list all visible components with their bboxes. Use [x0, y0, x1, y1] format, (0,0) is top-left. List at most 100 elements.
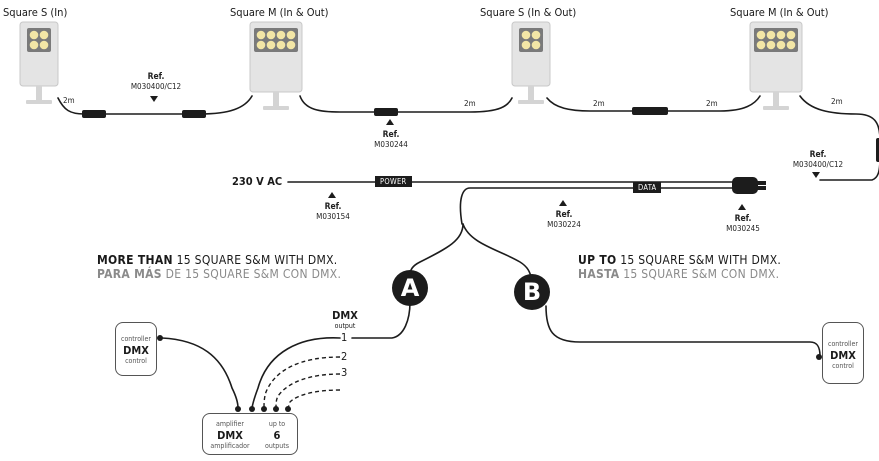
ref-code: M030224 — [547, 220, 581, 229]
led-icon — [776, 30, 786, 40]
led-icon — [266, 40, 276, 50]
ref-link-cable-left: Ref. M030400/C12 — [128, 72, 184, 92]
option-b-line2-rest: 15 SQUARE S&M CON DMX. — [619, 267, 780, 281]
ref-code: M030245 — [726, 224, 760, 233]
pointer-up — [386, 119, 394, 125]
t-connector-pin — [756, 186, 766, 190]
led-icon — [286, 30, 296, 40]
t-connector-pin — [756, 181, 766, 185]
option-a-line1: MORE THAN 15 SQUARE S&M WITH DMX. — [97, 253, 341, 267]
fixture-stand — [36, 86, 42, 100]
fixture-base — [518, 100, 544, 104]
led-icon — [786, 30, 796, 40]
fixture-1 — [19, 21, 59, 104]
output-number: 3 — [341, 366, 348, 379]
power-tag: POWER — [375, 176, 412, 187]
ref-connector: Ref. M030245 — [718, 214, 768, 234]
dmx-output-title: DMX — [332, 309, 358, 322]
data-line — [459, 187, 739, 225]
option-b-line2: HASTA 15 SQUARE S&M CON DMX. — [578, 267, 781, 281]
amplifier-left: amplifier DMX amplificador — [205, 420, 255, 451]
fixture-4 — [749, 21, 803, 110]
ref-label: Ref. — [382, 130, 400, 140]
pointer-down — [150, 96, 158, 102]
cable-length: 2m — [706, 99, 718, 108]
led-icon — [756, 40, 766, 50]
link-connector — [82, 110, 106, 118]
ref-label: Ref. — [324, 202, 342, 212]
fixture-label: Square S (In & Out) — [480, 6, 577, 19]
option-b-badge: B — [514, 274, 550, 310]
ref-label: Ref. — [809, 150, 827, 160]
led-icon — [521, 40, 531, 50]
ref-code: M030244 — [374, 140, 408, 149]
led-icon — [29, 40, 39, 50]
port — [235, 406, 241, 412]
controller-left: controller DMX control — [115, 322, 157, 376]
port — [273, 406, 279, 412]
led-panel — [27, 28, 51, 52]
amplifier-left-main: DMX — [217, 429, 243, 442]
t-connector — [732, 177, 758, 194]
option-a-line2-rest: DE 15 SQUARE S&M CON DMX. — [161, 267, 342, 281]
amplifier-right: up to 6 outputs — [261, 420, 293, 451]
option-b-line1: UP TO 15 SQUARE S&M WITH DMX. — [578, 253, 781, 267]
link-cable-1 — [57, 95, 253, 115]
output-2-dashed — [263, 356, 341, 409]
cable-length: 2m — [63, 96, 75, 105]
fixture-3 — [511, 21, 551, 104]
led-icon — [286, 40, 296, 50]
fixture-base — [763, 106, 789, 110]
cable-controller-amp — [161, 337, 239, 409]
led-icon — [766, 40, 776, 50]
output-4-dashed — [287, 389, 341, 409]
amplifier-right-main: 6 — [273, 429, 281, 442]
option-a-line2-bold: PARA MÁS — [97, 267, 162, 281]
amplifier-right-top: up to — [268, 420, 286, 428]
port — [285, 406, 291, 412]
port — [261, 406, 267, 412]
fixture-base — [263, 106, 289, 110]
controller-left-bottom: control — [125, 357, 147, 365]
option-a-line1-bold: MORE THAN — [97, 253, 173, 267]
option-a-badge: A — [392, 270, 428, 306]
option-a-line1-rest: 15 SQUARE S&M WITH DMX. — [172, 253, 338, 267]
cable-b-controller — [545, 305, 821, 357]
port — [157, 335, 163, 341]
link-cable-4 — [799, 95, 879, 181]
ref-label: Ref. — [147, 72, 165, 82]
led-icon — [256, 30, 266, 40]
option-a-text: MORE THAN 15 SQUARE S&M WITH DMX. PARA M… — [97, 253, 341, 281]
branch-b — [462, 223, 533, 281]
data-tag: DATA — [633, 182, 662, 193]
led-icon — [256, 40, 266, 50]
cable-length: 2m — [464, 99, 476, 108]
cable-a-output — [351, 301, 411, 339]
led-panel — [519, 28, 543, 52]
led-icon — [531, 40, 541, 50]
led-icon — [521, 30, 531, 40]
led-icon — [786, 40, 796, 50]
led-icon — [756, 30, 766, 40]
controller-right: controller DMX control — [822, 322, 864, 384]
ref-label: Ref. — [555, 210, 573, 220]
controller-left-main: DMX — [123, 344, 149, 357]
option-b-text: UP TO 15 SQUARE S&M WITH DMX. HASTA 15 S… — [578, 253, 781, 281]
pointer-down — [812, 172, 820, 178]
led-icon — [266, 30, 276, 40]
controller-right-bottom: control — [832, 362, 854, 370]
ref-code: M030400/C12 — [130, 82, 182, 91]
led-icon — [276, 40, 286, 50]
branch-a — [409, 223, 464, 277]
led-icon — [29, 30, 39, 40]
cable-length: 2m — [831, 97, 843, 106]
fixture-base — [26, 100, 52, 104]
fixture-stand — [273, 92, 279, 106]
port — [816, 354, 822, 360]
fixture-stand — [773, 92, 779, 106]
controller-left-top: controller — [120, 335, 152, 343]
dmx-output-label: DMX output — [327, 310, 363, 332]
fixture-label: Square M (In & Out) — [730, 6, 829, 19]
amplifier-right-bottom: outputs — [264, 442, 290, 450]
dmx-amplifier: amplifier DMX amplificador up to 6 outpu… — [202, 413, 298, 455]
